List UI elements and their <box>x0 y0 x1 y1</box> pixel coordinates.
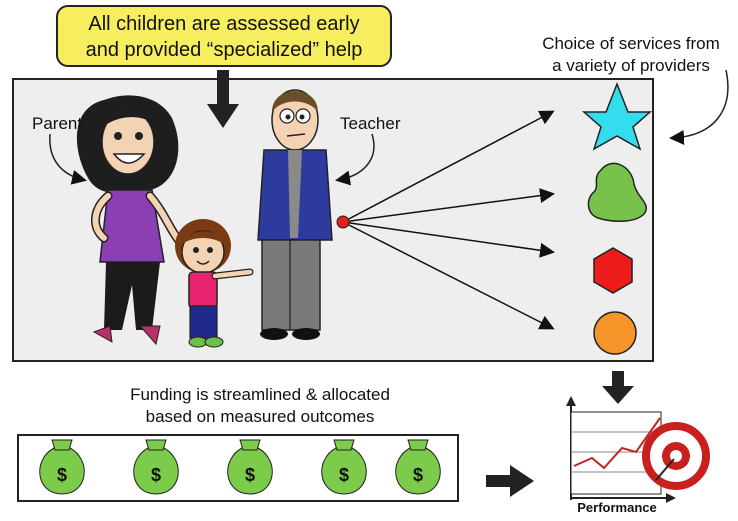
down-arrow-icon <box>207 70 239 128</box>
parent-figure <box>76 95 185 346</box>
blob-service-icon <box>587 162 647 222</box>
funding-caption-line-2: based on measured outcomes <box>145 407 375 426</box>
parent-label: Parent <box>32 114 83 133</box>
services-pointer-arrow <box>669 69 729 145</box>
funding-caption-line-1: Funding is streamlined & allocated <box>130 385 390 404</box>
parent-pointer-arrow <box>49 133 87 185</box>
teacher-label: Teacher <box>340 114 401 133</box>
hexagon-service-icon <box>593 247 633 294</box>
performance-chart-icon <box>566 396 710 503</box>
funding-box <box>17 434 459 502</box>
teacher-figure <box>257 89 333 340</box>
funding-caption: Funding is streamlined & allocated based… <box>70 384 450 428</box>
down-arrow-icon <box>602 371 634 404</box>
child-figure <box>175 219 254 348</box>
circle-service-icon <box>593 311 637 355</box>
services-caption: Choice of services from a variety of pro… <box>528 33 734 77</box>
service-arrows <box>342 110 555 330</box>
referral-hub-dot <box>336 215 350 229</box>
callout-line-2: and provided “specialized” help <box>85 39 363 61</box>
star-service-icon <box>582 81 652 151</box>
callout-line-1: All children are assessed early <box>88 13 360 35</box>
teacher-pointer-arrow <box>335 133 375 186</box>
right-arrow-icon <box>486 465 534 497</box>
assessment-callout: All children are assessed early and prov… <box>56 5 392 67</box>
performance-label: Performance <box>577 500 657 515</box>
services-caption-line-2: a variety of providers <box>552 56 710 75</box>
services-caption-line-1: Choice of services from <box>542 34 720 53</box>
